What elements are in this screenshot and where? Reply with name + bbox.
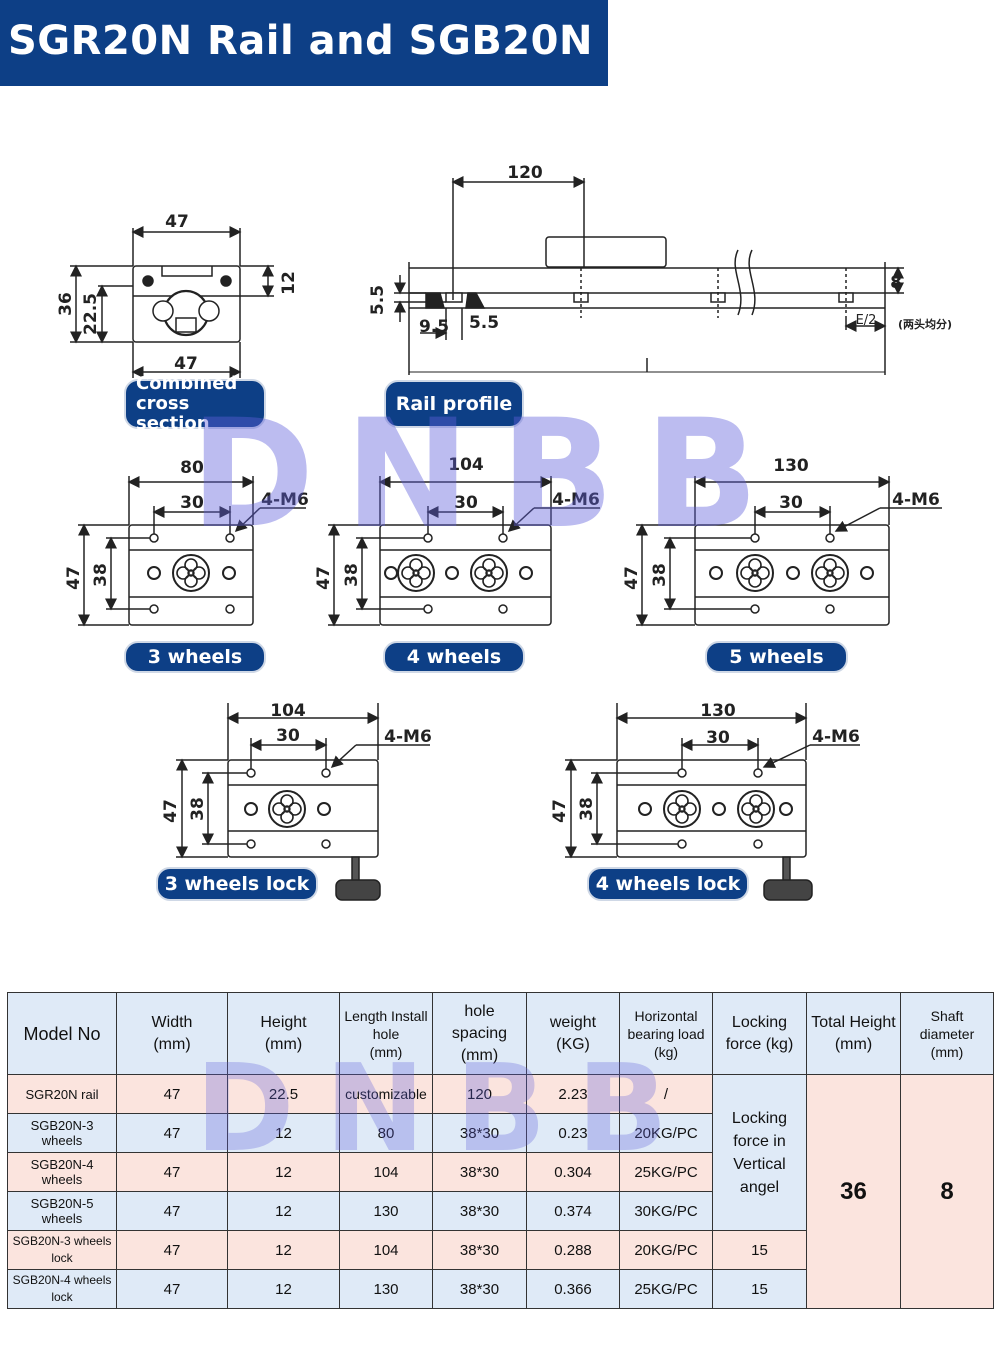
lock-force-4: 15 xyxy=(712,1269,807,1309)
label-4-wheels-lock: 4 wheels lock xyxy=(587,867,749,901)
dim-b4-len: 104 xyxy=(448,455,484,475)
label-3-wheels: 3 wheels xyxy=(124,641,266,673)
dim-l3-h: 38 xyxy=(188,797,208,821)
block-3-wheels-drawing xyxy=(78,476,306,627)
dim-rail-9-5: 9.5 xyxy=(419,317,449,337)
dim-l4-len: 130 xyxy=(700,701,736,721)
header-hole-spacing: hole spacing(mm) xyxy=(432,992,527,1075)
dim-b5-thread: 4-M6 xyxy=(892,490,940,510)
dim-l4-hole: 30 xyxy=(706,728,730,748)
dim-b5-h: 38 xyxy=(650,563,670,587)
lock-force-3: 15 xyxy=(712,1230,807,1270)
dim-l3-w: 47 xyxy=(161,799,181,823)
block-4-wheels-drawing xyxy=(328,476,600,627)
table-row: SGB20N-5 wheels 47 12 130 38*30 0.374 30… xyxy=(7,1191,994,1231)
block-5-wheels-drawing xyxy=(636,476,942,627)
dim-b4-h: 38 xyxy=(342,563,362,587)
dim-l4-h: 38 xyxy=(577,797,597,821)
dim-b3-h: 38 xyxy=(91,563,111,587)
header-model-no: Model No xyxy=(7,992,117,1075)
dim-cs-top: 47 xyxy=(165,212,189,232)
header-height: Height(mm) xyxy=(227,992,340,1075)
dim-cs-36: 36 xyxy=(56,292,76,316)
label-4-wheels: 4 wheels xyxy=(383,641,525,673)
dim-cs-22-5: 22.5 xyxy=(81,293,101,335)
block-4-wheels-lock-drawing xyxy=(565,703,860,901)
title-banner: SGR20N Rail and SGB20N Block xyxy=(0,0,731,86)
label-combined-cross-section: Combined cross section xyxy=(124,374,266,434)
dim-b5-w: 47 xyxy=(622,566,642,590)
cross-section-drawing xyxy=(70,226,274,378)
dim-rail-120: 120 xyxy=(507,163,543,183)
dim-rail-5-5: 5.5 xyxy=(469,313,499,333)
dim-b4-w: 47 xyxy=(314,566,334,590)
header-total-height: Total Height(mm) xyxy=(806,992,901,1075)
header-weight: weight(KG) xyxy=(526,992,620,1075)
dim-rail-e2: E/2 xyxy=(856,313,877,328)
total-height-value: 36 xyxy=(806,1074,901,1309)
dim-cs-bottom: 47 xyxy=(174,354,198,374)
label-3-wheels-lock: 3 wheels lock xyxy=(156,867,318,901)
dim-l4-w: 47 xyxy=(550,799,570,823)
shaft-diameter-value: 8 xyxy=(900,1074,994,1309)
rail-profile-drawing xyxy=(394,176,904,375)
label-5-wheels: 5 wheels xyxy=(705,641,848,673)
dim-rail-5-5-vertical: 5.5 xyxy=(368,285,388,315)
block-3-wheels-lock-drawing xyxy=(176,703,430,901)
table-header: Model No Width(mm) Height(mm) Length Ins… xyxy=(7,992,994,1075)
spec-table: Model No Width(mm) Height(mm) Length Ins… xyxy=(7,992,994,1309)
dim-cs-12: 12 xyxy=(279,271,299,295)
table-row: SGB20N-3 wheels 47 12 80 38*30 0.23 20KG… xyxy=(7,1113,994,1153)
dim-b5-len: 130 xyxy=(773,456,809,476)
table-row: SGB20N-4 wheels 47 12 104 38*30 0.304 25… xyxy=(7,1152,994,1192)
dim-b4-thread: 4-M6 xyxy=(552,490,600,510)
dim-b3-len: 80 xyxy=(180,458,204,478)
header-width: Width(mm) xyxy=(116,992,228,1075)
dim-b3-hole: 30 xyxy=(180,493,204,513)
table-row: SGB20N-4 wheels lock 47 12 130 38*30 0.3… xyxy=(7,1269,994,1309)
table-row: SGR20N rail 47 22.5 customizable 120 2.2… xyxy=(7,1074,994,1309)
dim-rail-note: (两头均分) xyxy=(898,317,952,331)
dim-l4-thread: 4-M6 xyxy=(812,727,860,747)
dim-b3-w: 47 xyxy=(64,566,84,590)
dim-b4-hole: 30 xyxy=(454,493,478,513)
technical-drawings: 47 47 36 22.5 12 120 5.5 9.5 5.5 8 E/2 (… xyxy=(56,163,952,901)
dim-rail-8: 8 xyxy=(890,273,902,293)
label-rail-profile: Rail profile xyxy=(384,380,524,428)
page-title: SGR20N Rail and SGB20N Block xyxy=(8,18,732,64)
dim-l3-hole: 30 xyxy=(276,726,300,746)
dim-b3-thread: 4-M6 xyxy=(261,490,309,510)
table-row: SGB20N-3 wheels lock 47 12 104 38*30 0.2… xyxy=(7,1230,994,1270)
dim-b5-hole: 30 xyxy=(779,493,803,513)
dim-l3-len: 104 xyxy=(270,701,306,721)
dim-l3-thread: 4-M6 xyxy=(384,727,432,747)
